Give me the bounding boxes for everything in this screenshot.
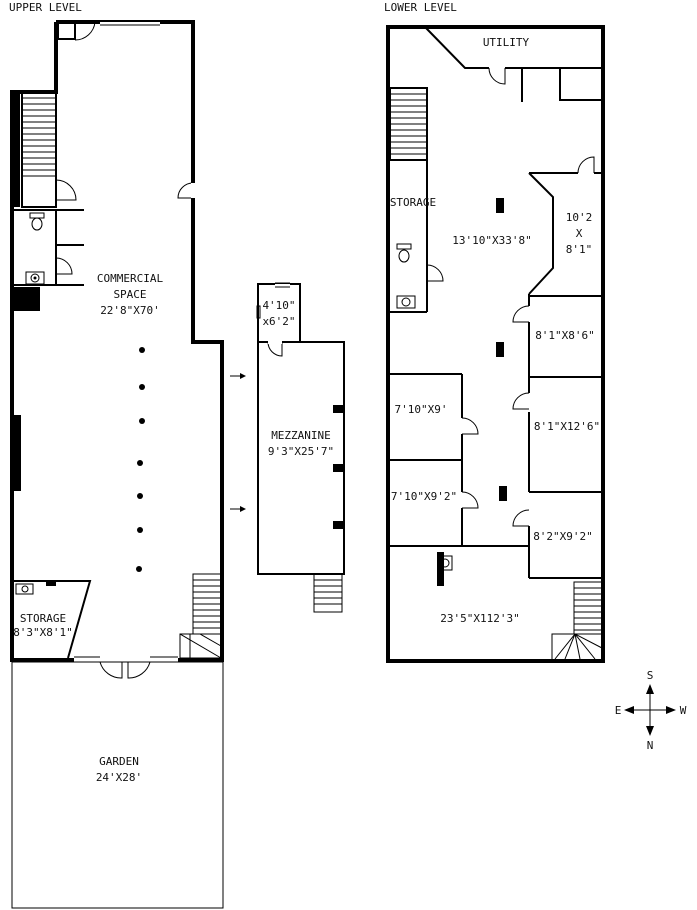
garden-label: GARDEN	[99, 755, 139, 768]
upper-storage-dims: 8'3"X8'1"	[13, 626, 73, 639]
mezzanine-label: MEZZANINE	[271, 429, 331, 442]
room-8-1-12-6-dims: 8'1"X12'6"	[534, 420, 600, 433]
mezz-small-line2: x6'2"	[262, 315, 295, 328]
lower-bottom-dims: 23'5"X112'3"	[440, 612, 519, 625]
upper-level-title: UPPER LEVEL	[9, 1, 82, 14]
room-8-2-dims: 8'2"X9'2"	[533, 530, 593, 543]
compass-rose-icon	[624, 684, 676, 736]
lower-toilet-icon	[396, 243, 412, 263]
lower-main-dims: 13'10"X33'8"	[452, 234, 531, 247]
water-heater-icon	[25, 271, 45, 285]
compass-n: N	[647, 739, 654, 752]
room-7-10-dims: 7'10"X9'	[395, 403, 448, 416]
commercial-dims: 22'8"X70'	[100, 304, 160, 317]
lower-level-plan	[386, 25, 605, 663]
lower-storage-label: STORAGE	[390, 196, 436, 209]
garden-dims: 24'X28'	[96, 771, 142, 784]
commercial-label-line2: SPACE	[113, 288, 146, 301]
upper-stair-top	[22, 97, 56, 177]
toilet-icon	[29, 212, 45, 231]
room-10-2-line2: X	[576, 227, 583, 240]
mezz-small-line1: 4'10"	[262, 299, 295, 312]
upper-level-plan	[10, 20, 224, 909]
mezzanine-plan	[256, 282, 345, 613]
compass-s: S	[647, 669, 654, 682]
lower-water-heater-icon	[396, 295, 416, 309]
mezzanine-dims: 9'3"X25'7"	[268, 445, 334, 458]
garden-area	[11, 661, 224, 909]
room-10-2-line1: 10'2	[566, 211, 593, 224]
commercial-label-line1: COMMERCIAL	[97, 272, 164, 285]
room-8-1-dims: 8'1"X8'6"	[535, 329, 595, 342]
boiler-icon	[437, 552, 453, 586]
column-dots	[136, 347, 145, 572]
mezzanine-arrow-icon	[230, 373, 246, 512]
lower-level-title: LOWER LEVEL	[384, 1, 457, 14]
room-10-2-line3: 8'1"	[566, 243, 593, 256]
upper-storage-label: STORAGE	[20, 612, 66, 625]
utility-label: UTILITY	[483, 36, 530, 49]
room-7-10-9-2-dims: 7'10"X9'2"	[391, 490, 457, 503]
compass-w: W	[680, 704, 687, 717]
storage-water-heater-icon	[15, 583, 34, 595]
upper-stair-bottom	[179, 579, 222, 659]
compass-e: E	[615, 704, 622, 717]
